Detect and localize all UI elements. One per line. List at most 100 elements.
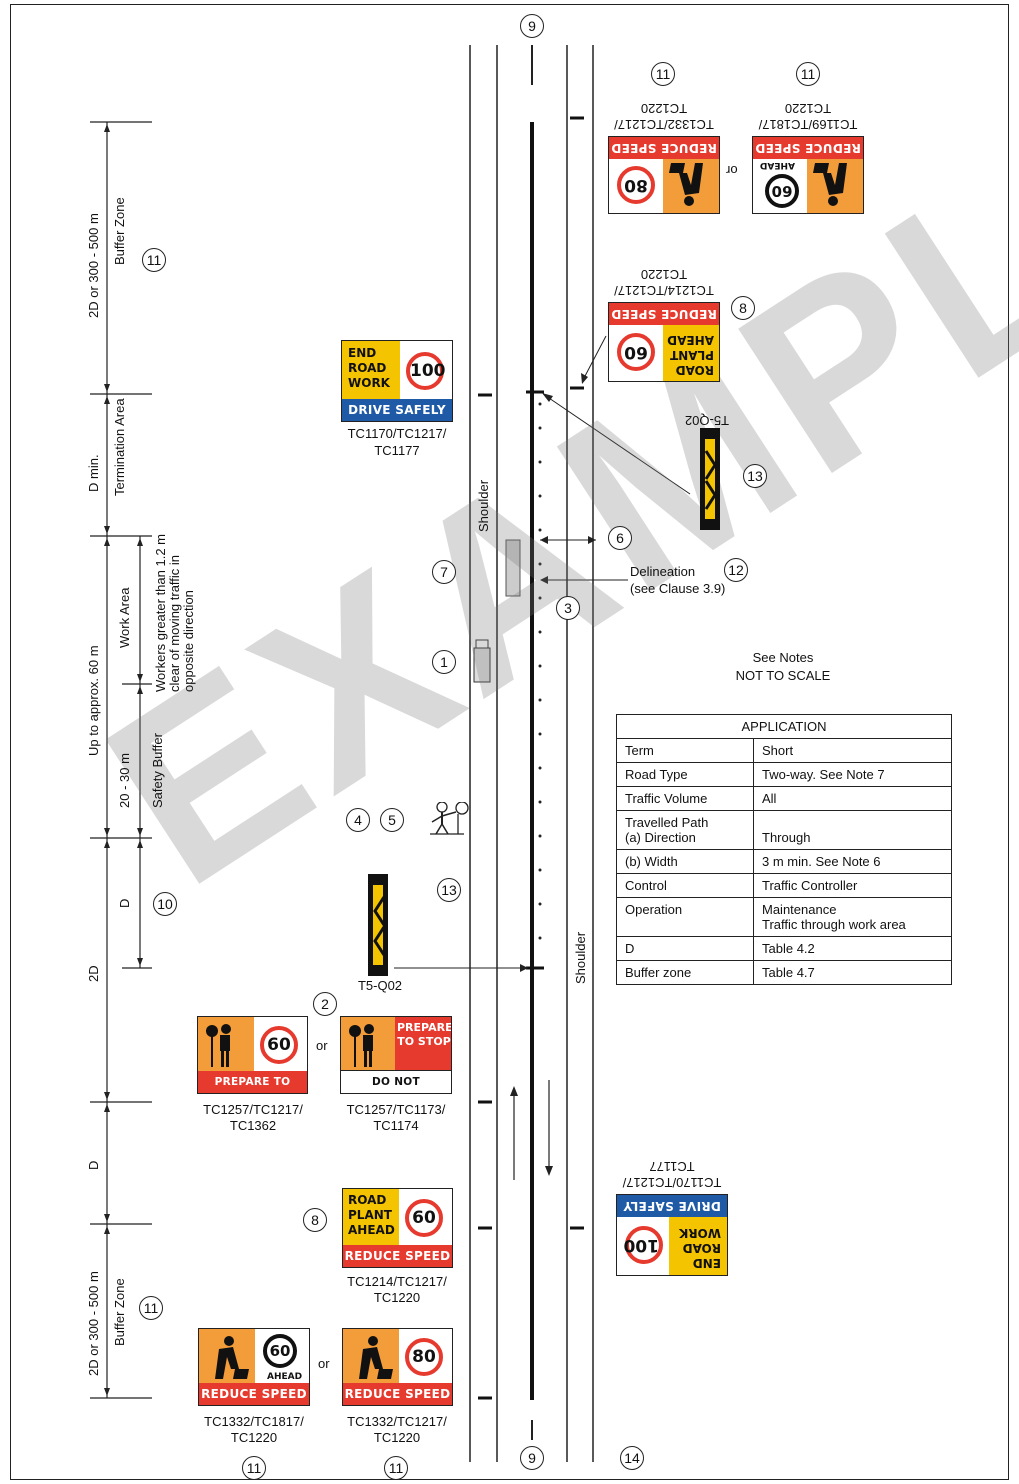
20-30m-label: 20 - 30 m — [117, 753, 132, 808]
worker-icon — [215, 1336, 249, 1379]
callout-4: 4 — [346, 808, 370, 832]
safety-buffer-label: Safety Buffer — [150, 733, 165, 808]
right-end-road-work-group: END ROAD WORK 100 DRIVE SAFELY TC1170/TC… — [612, 1159, 732, 1276]
prepare-60-code2: TC1362 — [229, 1118, 277, 1133]
d-label-lower: D — [86, 1160, 101, 1170]
prepare-text-code1: TC1257/TC1173/ — [346, 1102, 446, 1117]
d-label-upper: D — [117, 898, 132, 908]
delineation-label: Delineation — [630, 564, 696, 579]
row-key: Buffer zone — [616, 960, 754, 985]
buffer-zone-top-label: Buffer Zone — [112, 197, 127, 265]
callout-1: 1 — [432, 650, 456, 674]
callout-8-bottom: 8 — [303, 1208, 327, 1232]
row-value: Through — [753, 810, 952, 850]
top-80-sign-group: 80 REDUCE SPEED TC1332/TC1217/ TC1220 — [606, 82, 722, 214]
row-value: All — [753, 786, 952, 811]
traffic-controller-icon — [418, 802, 474, 835]
callout-11-bottom-b: 11 — [384, 1456, 408, 1480]
callout-6: 6 — [608, 526, 632, 550]
row-value: Traffic Controller — [753, 873, 952, 898]
callout-11-bottom-a: 11 — [242, 1456, 266, 1480]
callout-2: 2 — [313, 992, 337, 1016]
road-plant-ahead-sign: ROAD PLANT AHEAD 60 REDUCE SPEED — [342, 1188, 453, 1268]
callout-9-top: 9 — [520, 14, 544, 38]
row-key: Control — [616, 873, 754, 898]
termination-area-label: Termination Area — [112, 398, 127, 496]
callout-7: 7 — [432, 560, 456, 584]
chevron-board-bottom — [368, 874, 388, 976]
roadwork-80-code2: TC1220 — [373, 1430, 421, 1445]
callout-12: 12 — [724, 558, 748, 582]
worker-icon-top — [669, 163, 703, 206]
chevron-board-top — [700, 428, 720, 530]
roadwork-60-code2: TC1220 — [230, 1430, 278, 1445]
shoulder-right-label: Shoulder — [573, 931, 588, 984]
prepare-text-code2: TC1174 — [373, 1118, 419, 1133]
callout-11-top-a: 11 — [651, 62, 675, 86]
row-value: 3 m min. See Note 6 — [753, 849, 952, 874]
roadwork-80-code1: TC1332/TC1217/ — [347, 1414, 447, 1429]
row-value: Maintenance Traffic through work area — [753, 897, 952, 937]
traffic-controller-sign-icon-2 — [349, 1024, 374, 1067]
workers-note: Workers greater than 1.2 m clear of movi… — [153, 534, 196, 692]
traffic-controller-sign-icon — [206, 1024, 231, 1067]
callout-10: 10 — [153, 892, 177, 916]
work-area-label: Work Area — [117, 587, 132, 648]
row-key: (b) Width — [616, 849, 754, 874]
row-key: Road Type — [616, 762, 754, 787]
end-sign-code2: TC1177 — [374, 443, 420, 458]
road-plant-code1: TC1214/TC1217/ — [347, 1274, 447, 1289]
top-road-plant-sign-group: ROAD PLANT AHEAD 60 REDUCE SPEED TC1214/… — [604, 250, 724, 382]
row-value: Table 4.7 — [753, 960, 952, 985]
delineation-dots — [538, 402, 542, 940]
callout-8-top: 8 — [731, 296, 755, 320]
row-key: Travelled Path (a) Direction — [616, 810, 754, 850]
row-key: Operation — [616, 897, 754, 937]
end-sign-code1: TC1170/TC1217/ — [347, 426, 447, 441]
callout-11-top-b: 11 — [796, 62, 820, 86]
see-notes: See Notes — [752, 650, 814, 665]
prepare-60-code1: TC1257/TC1217/ — [203, 1102, 303, 1117]
roadwork-60-ahead-sign: 60 AHEAD REDUCE SPEED — [198, 1328, 310, 1406]
row-key: Term — [616, 738, 754, 763]
row-value: Short — [753, 738, 952, 763]
row-key: D — [616, 936, 754, 961]
delineation-clause: (see Clause 3.9) — [630, 581, 726, 596]
diagram-frame — [10, 4, 1009, 1480]
or-label-1: or — [316, 1038, 328, 1053]
callout-11-buffer-top: 11 — [142, 248, 166, 272]
worker-icon-top-2 — [813, 163, 847, 206]
not-to-scale: NOT TO SCALE — [735, 668, 831, 683]
sign-post-markers — [478, 116, 584, 1400]
road-plant-code2: TC1220 — [373, 1290, 421, 1305]
t5q02-top-label: T5-Q02 — [684, 413, 730, 428]
prepare-to-stop-overtake-sign: PREPARE TO STOP DO NOT OVERTAKE — [340, 1016, 452, 1094]
callout-5: 5 — [380, 808, 404, 832]
row-value: Table 4.2 — [753, 936, 952, 961]
buffer-zone-top-distance: 2D or 300 - 500 m — [86, 213, 101, 318]
top-60-sign-group: 60 AHEAD REDUCE SPEED TC1169/TC1817/ TC1… — [750, 82, 866, 214]
buffer-zone-bottom-distance: 2D or 300 - 500 m — [86, 1271, 101, 1376]
buffer-zone-bottom-label: Buffer Zone — [112, 1278, 127, 1346]
work-area-block — [505, 539, 521, 597]
callout-13-top: 13 — [743, 464, 767, 488]
callout-3: 3 — [556, 596, 580, 620]
roadwork-60-code1: TC1332/TC1817/ — [204, 1414, 304, 1429]
speed-100: 100 — [406, 352, 446, 390]
or-label-2: or — [318, 1356, 330, 1371]
table-header: APPLICATION — [616, 714, 952, 739]
end-road-work-sign: END ROAD WORK 100 DRIVE SAFELY — [341, 340, 453, 422]
callout-14: 14 — [620, 1446, 644, 1470]
callout-9-bottom: 9 — [520, 1446, 544, 1470]
row-value: Two-way. See Note 7 — [753, 762, 952, 787]
up-to-60-label: Up to approx. 60 m — [86, 645, 101, 756]
